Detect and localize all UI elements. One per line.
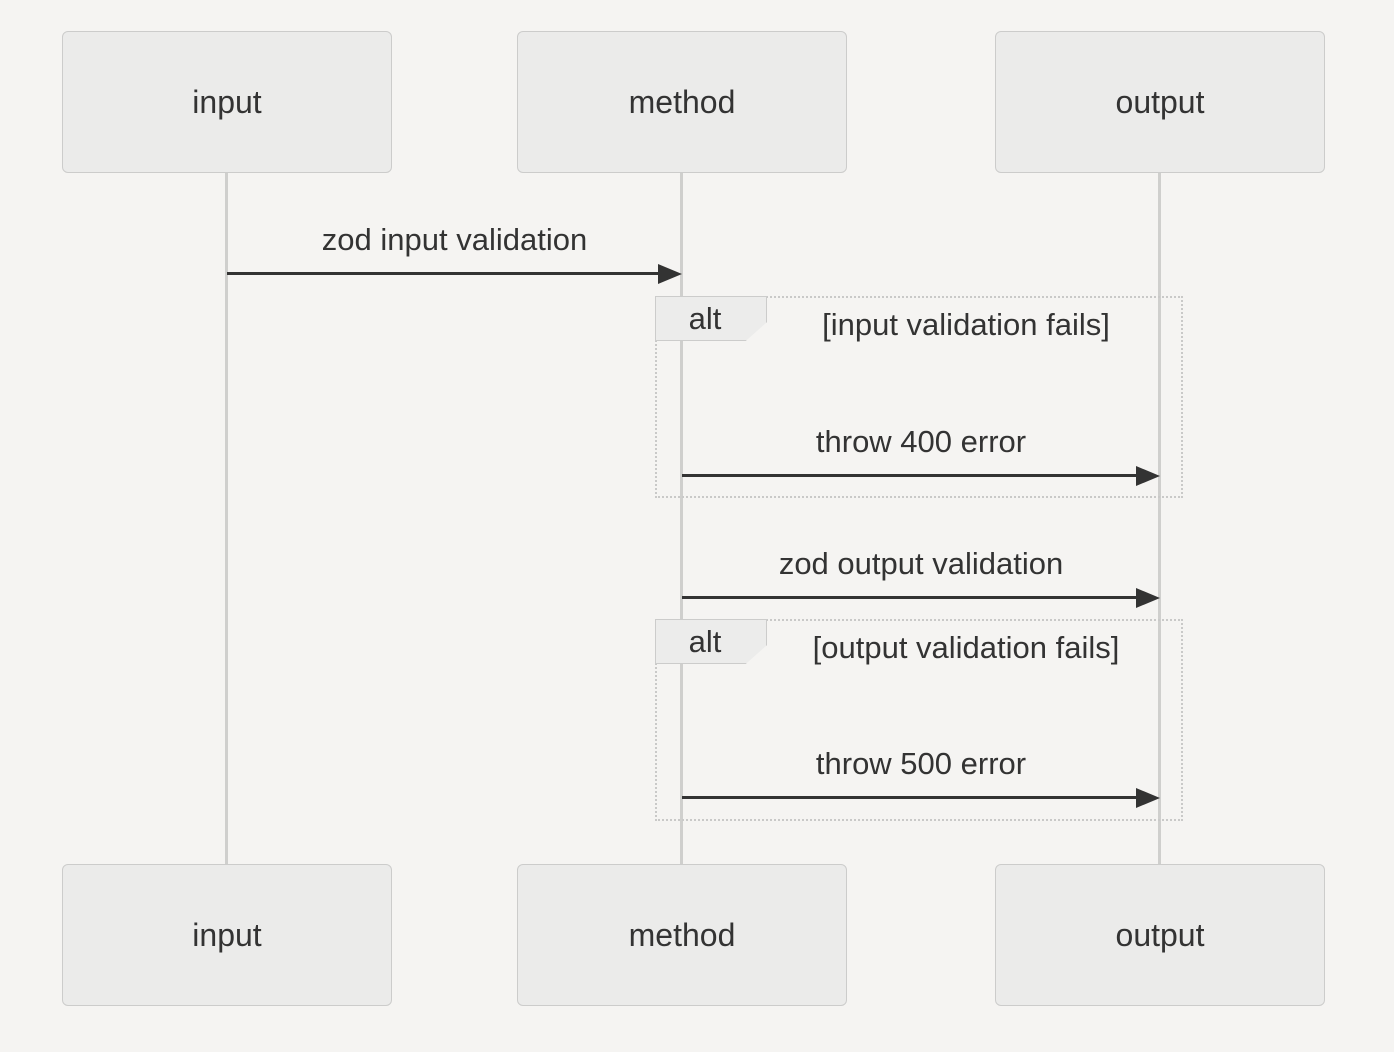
actor-label: input (192, 916, 262, 953)
arrowhead-right-icon (1136, 466, 1160, 486)
actor-label: output (1115, 916, 1205, 953)
actor-label: method (628, 83, 736, 120)
message-label: throw 400 error (815, 424, 1027, 459)
actor-label: output (1115, 83, 1205, 120)
lifeline-input (225, 172, 228, 865)
message-arrow-line (682, 596, 1137, 599)
message-arrow-line (227, 272, 661, 275)
alt-operator-tab: alt (655, 296, 767, 341)
message-label: zod output validation (778, 546, 1064, 581)
message-label: zod input validation (321, 222, 588, 257)
actor-box-output-bottom: output (995, 864, 1325, 1006)
message-arrow-line (682, 796, 1137, 799)
actor-label: method (628, 916, 736, 953)
alt-operator-tab: alt (655, 619, 767, 664)
arrowhead-right-icon (1136, 588, 1160, 608)
alt-condition-label: [input validation fails] (822, 307, 1110, 342)
alt-condition-label: [output validation fails] (812, 630, 1120, 665)
alt-operator-label: alt (688, 623, 722, 659)
message-label: throw 500 error (815, 746, 1027, 781)
actor-box-input-bottom: input (62, 864, 392, 1006)
alt-frame-output-validation (655, 619, 1183, 821)
lifeline-output (1158, 172, 1161, 865)
actor-box-input-top: input (62, 31, 392, 173)
actor-box-method-bottom: method (517, 864, 847, 1006)
arrowhead-right-icon (1136, 788, 1160, 808)
actor-box-method-top: method (517, 31, 847, 173)
message-arrow-line (682, 474, 1137, 477)
lifeline-method (680, 172, 683, 865)
arrowhead-right-icon (658, 264, 682, 284)
alt-frame-input-validation (655, 296, 1183, 498)
actor-box-output-top: output (995, 31, 1325, 173)
alt-operator-label: alt (688, 300, 722, 336)
actor-label: input (192, 83, 262, 120)
